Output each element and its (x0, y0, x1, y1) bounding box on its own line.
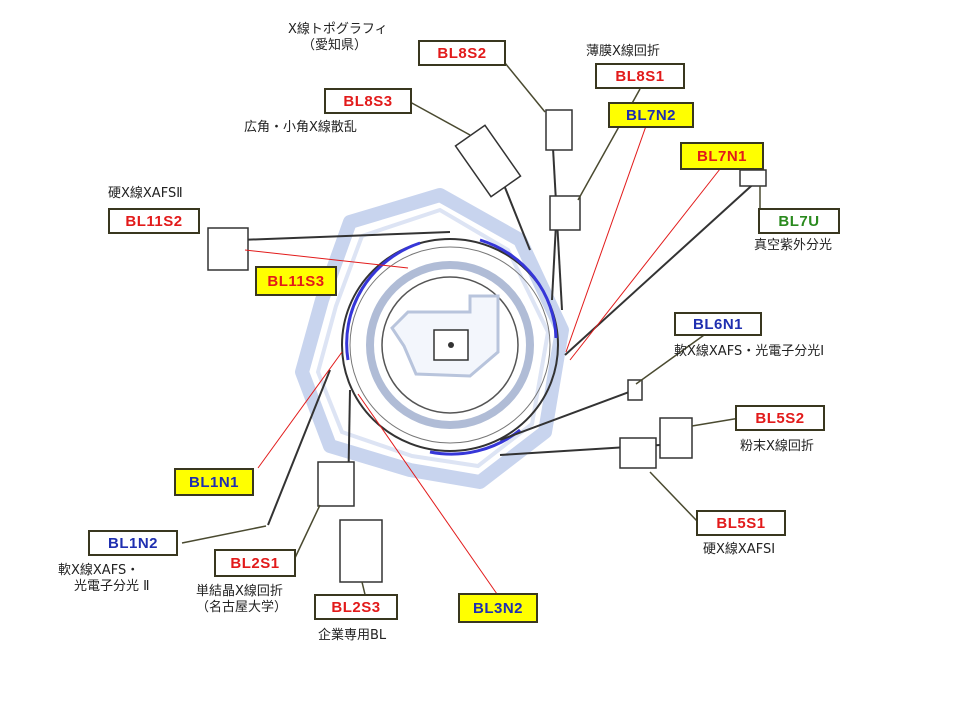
beam-path-segment (345, 241, 421, 361)
building-outline (295, 188, 569, 489)
bl3n2-label[interactable]: BL3N2 (458, 593, 538, 623)
booster-ring-line (381, 276, 519, 414)
storage-ring-inner (349, 246, 551, 444)
bl6n1-description: 軟X線XAFS・光電子分光Ⅰ (674, 344, 825, 359)
bl1n2-desc-line: 光電子分光 Ⅱ (74, 579, 150, 594)
bl7n1-label[interactable]: BL7N1 (680, 142, 764, 170)
bl7u-label[interactable]: BL7U (758, 208, 840, 234)
bl5s1-label[interactable]: BL5S1 (696, 510, 786, 536)
bl2s1-label[interactable]: BL2S1 (214, 549, 296, 577)
bl11s3-label[interactable]: BL11S3 (255, 266, 337, 296)
bl7u-description: 真空紫外分光 (754, 238, 833, 253)
bl1n1-label[interactable]: BL1N1 (174, 468, 254, 496)
linac-marker (448, 342, 454, 348)
building-inner-outline (315, 207, 551, 469)
bl2s1-desc-line: （名古屋大学） (196, 600, 288, 615)
bl5s2-label[interactable]: BL5S2 (735, 405, 825, 431)
bl5s2-description: 粉末X線回折 (740, 439, 814, 454)
bl8s2-desc-line: （愛知県） (302, 38, 368, 53)
bl2s3-label[interactable]: BL2S3 (314, 594, 398, 620)
bl8s3-description: 広角・小角X線散乱 (244, 120, 357, 135)
bl1n2-description: 軟X線XAFS・ 光電子分光 Ⅱ (58, 563, 150, 595)
bl8s2-description: X線トポグラフィ （愛知県） (288, 22, 388, 54)
bl1n2-desc-line: 軟X線XAFS・ (58, 563, 140, 578)
booster-ring (366, 261, 534, 429)
storage-ring (341, 238, 559, 452)
bl8s1-label[interactable]: BL8S1 (595, 63, 685, 89)
bl6n1-label[interactable]: BL6N1 (674, 312, 762, 336)
bl2s3-description: 企業専用BL (318, 628, 387, 643)
bl2s1-desc-line: 単結晶X線回折 (196, 584, 283, 599)
bl7n2-label[interactable]: BL7N2 (608, 102, 694, 128)
bl5s1-description: 硬X線XAFSⅠ (703, 542, 776, 557)
bl8s2-label[interactable]: BL8S2 (418, 40, 506, 66)
bl11s2-description: 硬X線XAFSⅡ (108, 186, 183, 201)
bl1n2-label[interactable]: BL1N2 (88, 530, 178, 556)
bl8s3-label[interactable]: BL8S3 (324, 88, 412, 114)
beam-path-segment (479, 238, 558, 339)
bl2s1-description: 単結晶X線回折 （名古屋大学） (196, 584, 287, 616)
end-stations (207, 109, 767, 583)
bl8s2-desc-line: X線トポグラフィ (288, 22, 388, 37)
bl11s2-label[interactable]: BL11S2 (108, 208, 200, 234)
bl8s1-description: 薄膜X線回折 (586, 44, 660, 59)
red-leader-lines (244, 125, 721, 595)
